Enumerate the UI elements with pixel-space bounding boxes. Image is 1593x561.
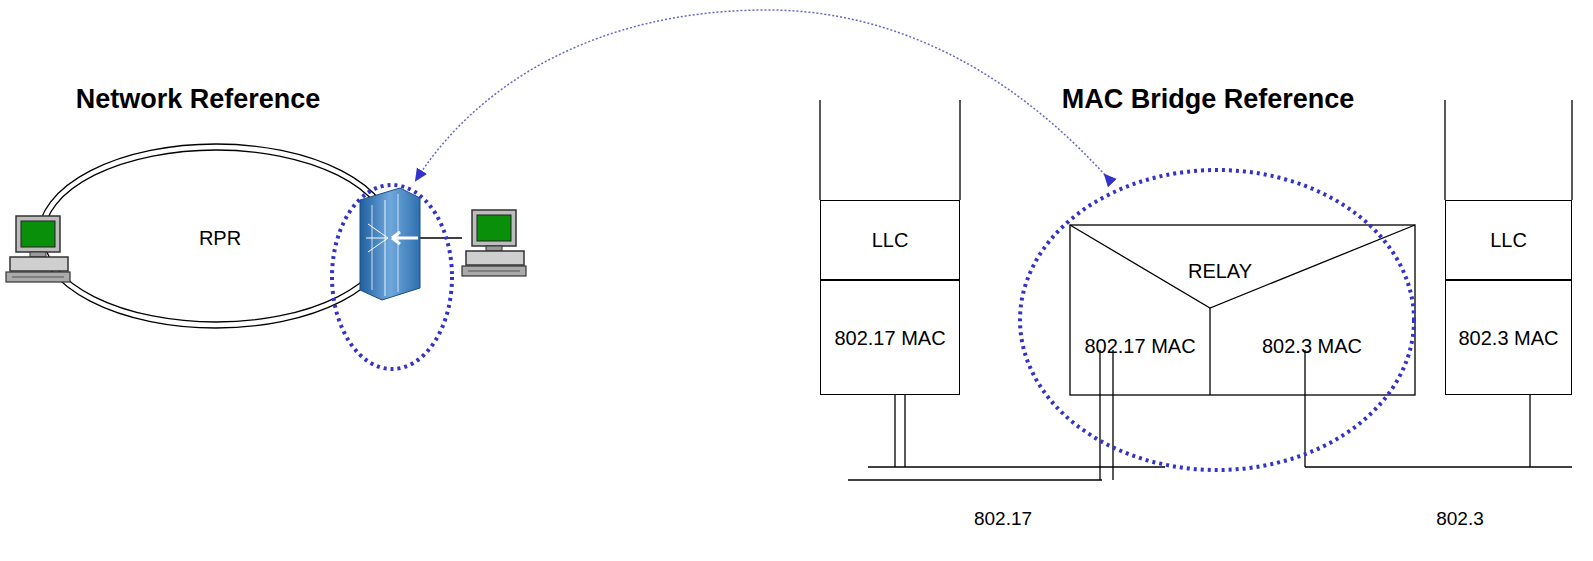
ring-label: RPR [160, 220, 280, 256]
computer-icon [6, 216, 70, 282]
bridge-icon [360, 188, 420, 300]
highlight-ellipse [332, 185, 452, 369]
reference-arrow [416, 10, 1105, 180]
mac-box: 802.3 MAC [1216, 310, 1408, 382]
bridge-box [1070, 225, 1415, 480]
relay-label: RELAY [1160, 255, 1280, 287]
llc-box: LLC [1445, 200, 1572, 280]
box-text: RPR [199, 226, 241, 250]
mac-box: 802.17 MAC [820, 280, 960, 395]
highlight-circle [1020, 170, 1414, 470]
section-title: Network Reference [76, 84, 321, 115]
box-text: LLC [1490, 228, 1527, 252]
bus-label: 802.3 [1436, 508, 1484, 530]
box-text: 802.3 MAC [1458, 326, 1558, 350]
section-title: MAC Bridge Reference [1062, 84, 1355, 115]
box-text: LLC [872, 228, 909, 252]
station-stack [820, 100, 1572, 467]
box-text: 802.17 MAC [834, 326, 945, 350]
mac-box: 802.3 MAC [1445, 280, 1572, 395]
box-text: 802.3 MAC [1262, 334, 1362, 358]
mac-box: 802.17 MAC [1076, 310, 1204, 382]
llc-box: LLC [820, 200, 960, 280]
link-line [418, 237, 462, 238]
box-text: 802.17 MAC [1084, 334, 1195, 358]
rpr-ring [38, 144, 394, 328]
bus-label: 802.17 [974, 508, 1032, 530]
box-text: RELAY [1188, 259, 1252, 283]
computer-icon [462, 210, 526, 276]
